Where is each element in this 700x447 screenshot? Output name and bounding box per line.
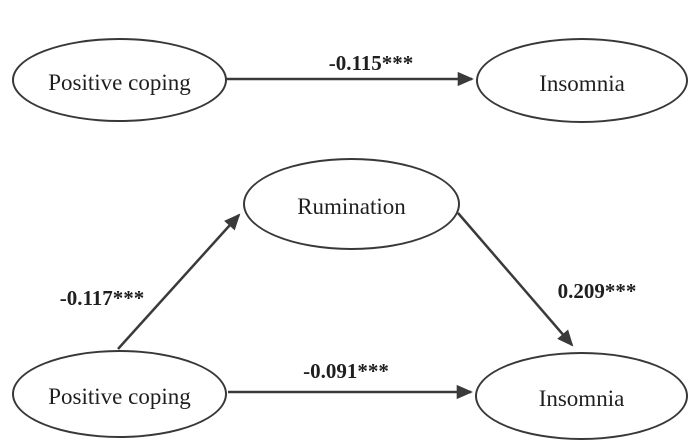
node-positive-coping-total: Positive coping [12, 38, 227, 122]
node-insomnia-total: Insomnia [476, 38, 688, 123]
node-insomnia-mediation: Insomnia [475, 352, 688, 440]
node-label: Insomnia [538, 386, 625, 411]
node-rumination: Rumination [243, 158, 460, 250]
node-label: Positive coping [48, 70, 191, 95]
node-positive-coping-mediation: Positive coping [12, 350, 227, 438]
coefficient-predictor-to-outcome: -0.091*** [303, 359, 389, 383]
arrow-rumination-to-insomnia [457, 212, 574, 347]
node-label: Rumination [297, 194, 406, 219]
coefficient-predictor-to-mediator: -0.117*** [59, 286, 145, 310]
arrow-positive-coping-to-rumination [117, 213, 241, 350]
node-label: Insomnia [539, 70, 625, 96]
node-label: Positive coping [48, 384, 191, 409]
coefficient-mediator-to-outcome: 0.209*** [557, 279, 637, 303]
coefficient-total-effect: -0.115*** [328, 51, 414, 75]
